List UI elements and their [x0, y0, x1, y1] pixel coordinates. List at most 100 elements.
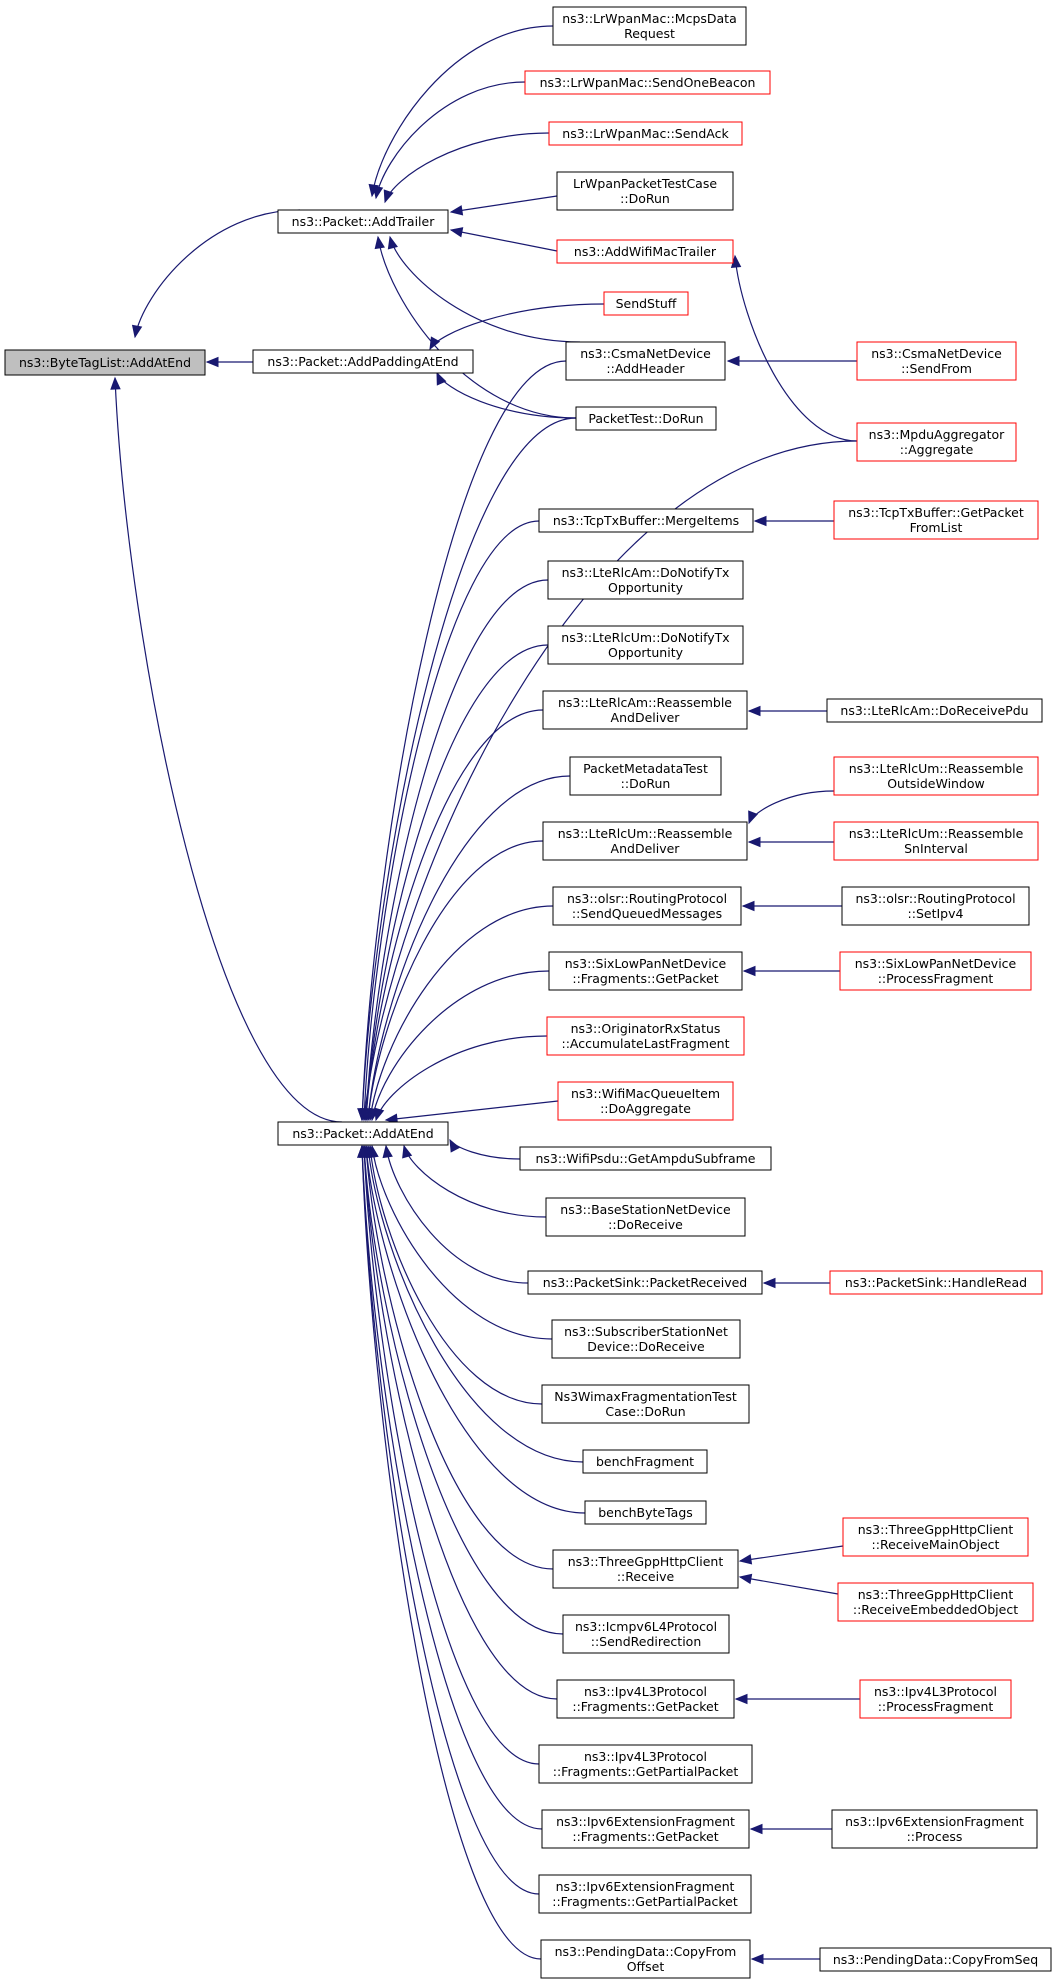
arrowhead [372, 185, 384, 200]
node-label: ::SendFrom [901, 361, 972, 376]
node-ipv4Process[interactable]: ns3::Ipv4L3Protocol::ProcessFragment [859, 1679, 1012, 1719]
edge-line [369, 905, 554, 1121]
node-addTrailer[interactable]: ns3::Packet::AddTrailer [277, 209, 449, 234]
node-sixFrag[interactable]: ns3::SixLowPanNetDevice::Fragments::GetP… [548, 951, 743, 991]
node-addAtEnd[interactable]: ns3::Packet::AddAtEnd [277, 1121, 449, 1146]
node-wifiPsdu[interactable]: ns3::WifiPsdu::GetAmpduSubframe [519, 1146, 772, 1171]
node-addWifiMacTrailer[interactable]: ns3::AddWifiMacTrailer [556, 239, 734, 264]
node-ipv6Frag[interactable]: ns3::Ipv6ExtensionFragment::Fragments::G… [541, 1809, 750, 1849]
node-label: ns3::Packet::AddAtEnd [292, 1126, 433, 1141]
node-box [277, 1121, 449, 1146]
node-amReceivePdu[interactable]: ns3::LteRlcAm::DoReceivePdu [826, 698, 1043, 723]
node-sinkReceived[interactable]: ns3::PacketSink::PacketReceived [527, 1270, 763, 1295]
node-lrwpanTest[interactable]: LrWpanPacketTestCase::DoRun [556, 171, 734, 211]
node-packetTest[interactable]: PacketTest::DoRun [575, 406, 717, 431]
edge-line [734, 255, 858, 442]
node-label: AndDeliver [611, 710, 681, 725]
edge-line [371, 1145, 553, 1340]
edge-line [436, 372, 577, 419]
node-box [569, 756, 722, 796]
node-csmaSendFrom[interactable]: ns3::CsmaNetDevice::SendFrom [856, 341, 1017, 381]
arrowhead [726, 355, 740, 367]
edge-lrwpanTest-to-addTrailer [449, 195, 558, 216]
node-label: ::ProcessFragment [878, 1699, 994, 1714]
edge-line [739, 1576, 839, 1595]
node-bsReceive[interactable]: ns3::BaseStationNetDevice::DoReceive [545, 1197, 746, 1237]
node-ipv4Frag[interactable]: ns3::Ipv4L3Protocol::Fragments::GetPacke… [556, 1679, 735, 1719]
node-box [842, 1517, 1029, 1557]
node-box [552, 886, 742, 926]
node-httpReceive[interactable]: ns3::ThreeGppHttpClient::Receive [552, 1549, 739, 1589]
arrowhead [131, 324, 143, 339]
node-label: ::Aggregate [900, 442, 974, 457]
node-olsrSetIpv4[interactable]: ns3::olsr::RoutingProtocol::SetIpv4 [841, 886, 1030, 926]
node-benchFragment[interactable]: benchFragment [582, 1449, 708, 1474]
edge-umReassemble-to-addAtEnd [363, 840, 544, 1122]
node-sendOneBeacon[interactable]: ns3::LrWpanMac::SendOneBeacon [524, 70, 771, 95]
node-sinkRead[interactable]: ns3::PacketSink::HandleRead [829, 1270, 1043, 1295]
edge-pendingCopySeq-to-pendingCopy [750, 1953, 820, 1965]
node-ipv4Partial[interactable]: ns3::Ipv4L3Protocol::Fragments::GetParti… [538, 1744, 753, 1784]
node-label: Offset [627, 1959, 665, 1974]
node-pendingCopySeq[interactable]: ns3::PendingData::CopyFromSeq [819, 1947, 1052, 1972]
node-wifiQueueItem[interactable]: ns3::WifiMacQueueItem::DoAggregate [557, 1081, 734, 1121]
node-box [837, 1582, 1034, 1622]
edge-amReassemble-to-addAtEnd [361, 709, 544, 1122]
node-label: ns3::CsmaNetDevice [580, 346, 711, 361]
node-label: ::ReceiveEmbeddedObject [853, 1602, 1018, 1617]
node-sendStuff[interactable]: SendStuff [603, 291, 689, 316]
arrowhead [742, 965, 756, 977]
node-sixProcess[interactable]: ns3::SixLowPanNetDevice::ProcessFragment [839, 951, 1032, 991]
node-box [547, 625, 744, 665]
arrowhead [387, 235, 398, 250]
node-label: ::SetIpv4 [908, 906, 964, 921]
node-box [541, 1809, 750, 1849]
edge-wifiQueueItem-to-addAtEnd [384, 1100, 559, 1124]
node-tcpMerge[interactable]: ns3::TcpTxBuffer::MergeItems [538, 508, 754, 533]
node-label: ::AddHeader [606, 361, 685, 376]
node-icmpv6[interactable]: ns3::Icmpv6L4Protocol::SendRedirection [562, 1614, 730, 1654]
node-httpEmbedded[interactable]: ns3::ThreeGppHttpClient::ReceiveEmbedded… [837, 1582, 1034, 1622]
node-box [542, 821, 748, 861]
node-sendAck[interactable]: ns3::LrWpanMac::SendAck [548, 121, 743, 146]
node-addPadding[interactable]: ns3::Packet::AddPaddingAtEnd [252, 349, 474, 374]
node-ipv6Process[interactable]: ns3::Ipv6ExtensionFragment::Process [831, 1809, 1038, 1849]
node-benchByteTags[interactable]: benchByteTags [584, 1500, 707, 1525]
node-label: Request [624, 26, 675, 41]
node-ssReceive[interactable]: ns3::SubscriberStationNetDevice::DoRecei… [551, 1319, 741, 1359]
node-label: ::ReceiveMainObject [872, 1537, 1000, 1552]
node-label: ns3::LrWpanMac::SendAck [562, 126, 729, 141]
node-csmaAddHeader[interactable]: ns3::CsmaNetDevice::AddHeader [565, 341, 726, 381]
edge-ipv6Process-to-ipv6Frag [749, 1823, 832, 1835]
node-box [547, 560, 744, 600]
node-box [277, 209, 449, 234]
arrowhead [110, 376, 121, 390]
arrowhead [747, 705, 761, 717]
node-label: ::ProcessFragment [878, 971, 994, 986]
node-httpMain[interactable]: ns3::ThreeGppHttpClient::ReceiveMainObje… [842, 1517, 1029, 1557]
node-ipv6Partial[interactable]: ns3::Ipv6ExtensionFragment::Fragments::G… [538, 1874, 752, 1914]
arrowhead [449, 1138, 460, 1153]
edge-umOutside-to-umReassemble [748, 790, 835, 825]
node-olsrSend[interactable]: ns3::olsr::RoutingProtocol::SendQueuedMe… [552, 886, 742, 926]
edge-line [134, 209, 301, 338]
node-label: FromList [910, 520, 963, 535]
node-label: ns3::Ipv6ExtensionFragment [556, 1879, 735, 1894]
node-mpduAggregate[interactable]: ns3::MpduAggregator::Aggregate [856, 422, 1017, 462]
edge-line [365, 1145, 586, 1514]
node-pktMetaTest[interactable]: PacketMetadataTest::DoRun [569, 756, 722, 796]
node-label: OutsideWindow [887, 776, 985, 791]
node-origRx[interactable]: ns3::OriginatorRxStatus::AccumulateLastF… [546, 1016, 745, 1056]
node-box [841, 886, 1030, 926]
